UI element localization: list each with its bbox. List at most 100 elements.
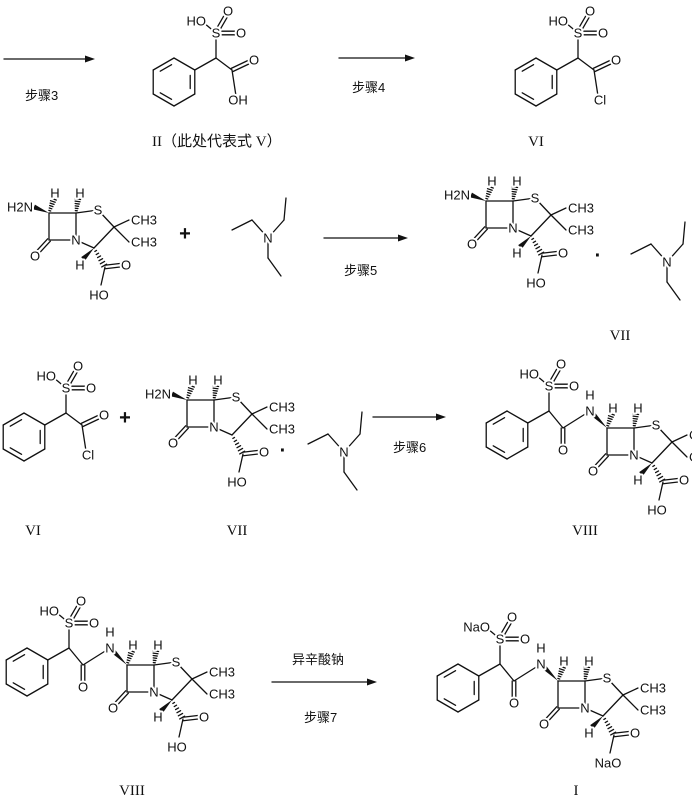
hash-stroke [535, 246, 541, 250]
atom-label-o: O [556, 357, 566, 372]
double-bond [175, 427, 189, 442]
compound-label-VI: VI [25, 523, 41, 539]
single-bond [47, 647, 70, 661]
atom-label-ch3: CH3 [269, 400, 295, 415]
atom-label-cl: Cl [594, 93, 606, 108]
atom-label-n: N [629, 448, 638, 463]
hash-stroke [653, 467, 658, 471]
step-5-label: 步骤5 [344, 263, 377, 278]
atom-label-cl: Cl [82, 448, 94, 463]
atom-label-s: S [94, 203, 103, 218]
atom-label-h: H [512, 174, 521, 189]
hash-stroke [234, 442, 240, 446]
atom-label-ho: HO [89, 288, 109, 303]
single-bond [622, 694, 639, 711]
hash-stroke [486, 192, 491, 196]
atom-label-ho: HO [647, 503, 667, 518]
atom-label-n: N [209, 420, 218, 435]
hash-stroke [485, 195, 490, 198]
double-bond [575, 12, 589, 33]
benzene-ring-bond [152, 93, 175, 107]
hash-stroke [50, 197, 57, 201]
atom-label-h: H [512, 246, 521, 261]
compound-label-VIII: VIII [119, 783, 145, 799]
single-bond [359, 411, 363, 435]
double-bond [173, 425, 187, 440]
hash-stroke [152, 654, 158, 657]
hash-stroke [583, 668, 590, 671]
hashed-bond [232, 436, 246, 455]
hash-stroke [486, 190, 492, 194]
hash-stroke [557, 677, 561, 680]
hash-stroke [126, 661, 130, 664]
compound-label-I: I [574, 783, 579, 799]
atom-label-s: S [62, 381, 71, 396]
hashed-bond [606, 412, 615, 427]
atom-label-o: O [78, 680, 88, 695]
hash-stroke [49, 204, 54, 208]
atom-label-s: S [212, 26, 221, 41]
atom-label-ch3: CH3 [640, 681, 666, 696]
atom-label-n: N [585, 404, 594, 419]
atom-label-s: S [652, 418, 661, 433]
atom-label-ho: HO [40, 604, 60, 619]
hash-stroke [212, 387, 219, 390]
benzene-inner-bond [492, 417, 506, 425]
single-bond [231, 413, 253, 436]
hash-stroke [177, 712, 184, 717]
benzene-ring-bond [506, 446, 529, 460]
double-bond [594, 61, 615, 73]
single-bond [671, 434, 688, 443]
hash-stroke [212, 385, 220, 388]
benzene-ring-bond [173, 93, 196, 107]
hash-stroke [603, 717, 607, 721]
single-bond [487, 628, 501, 640]
single-bond [530, 214, 552, 237]
benzene-inner-bond [443, 670, 457, 678]
hashed-bond [74, 198, 82, 212]
atom-label-o: O [509, 696, 519, 711]
hash-stroke [511, 188, 518, 191]
compound-label-VI: VI [528, 134, 544, 150]
hash-stroke [173, 704, 178, 708]
single-bond [537, 254, 543, 274]
plus-sign: + [119, 407, 131, 429]
hash-stroke [657, 475, 664, 480]
atom-label-n: N [508, 221, 517, 236]
hash-stroke [583, 666, 591, 669]
hashed-bond [48, 197, 57, 212]
single-bond [556, 57, 579, 71]
double-bond [230, 58, 251, 70]
hash-stroke [607, 415, 614, 418]
hash-stroke [608, 412, 615, 416]
single-bond [513, 663, 542, 682]
atom-label-o: O [588, 464, 598, 479]
atom-label-ch3: CH3 [689, 450, 692, 465]
hash-stroke [128, 649, 135, 653]
single-bond [191, 671, 208, 680]
double-bond [66, 602, 80, 623]
atom-label-o: O [558, 246, 568, 261]
single-bond [75, 209, 99, 214]
atom-label-o: O [539, 717, 549, 732]
hash-stroke [48, 209, 52, 212]
double-bond [662, 477, 681, 481]
single-bond [577, 57, 595, 71]
single-bond [97, 209, 115, 228]
atom-label-o: O [86, 381, 96, 396]
atom-label-h: H [75, 186, 84, 201]
single-bond [153, 691, 173, 701]
benzene-ring-bond [173, 57, 196, 71]
wedge-bond [590, 716, 603, 729]
atom-label-h: H [75, 258, 84, 273]
double-bond [662, 481, 681, 485]
single-bond [238, 453, 244, 473]
benzene-ring-bond [23, 448, 46, 462]
single-bond [171, 678, 193, 701]
compound-label-VII: VII [610, 328, 631, 344]
atom-label-o: O [467, 237, 477, 252]
double-bond [182, 714, 201, 718]
hash-stroke [557, 675, 562, 678]
hashed-bond [172, 701, 186, 720]
double-bond [546, 365, 560, 386]
